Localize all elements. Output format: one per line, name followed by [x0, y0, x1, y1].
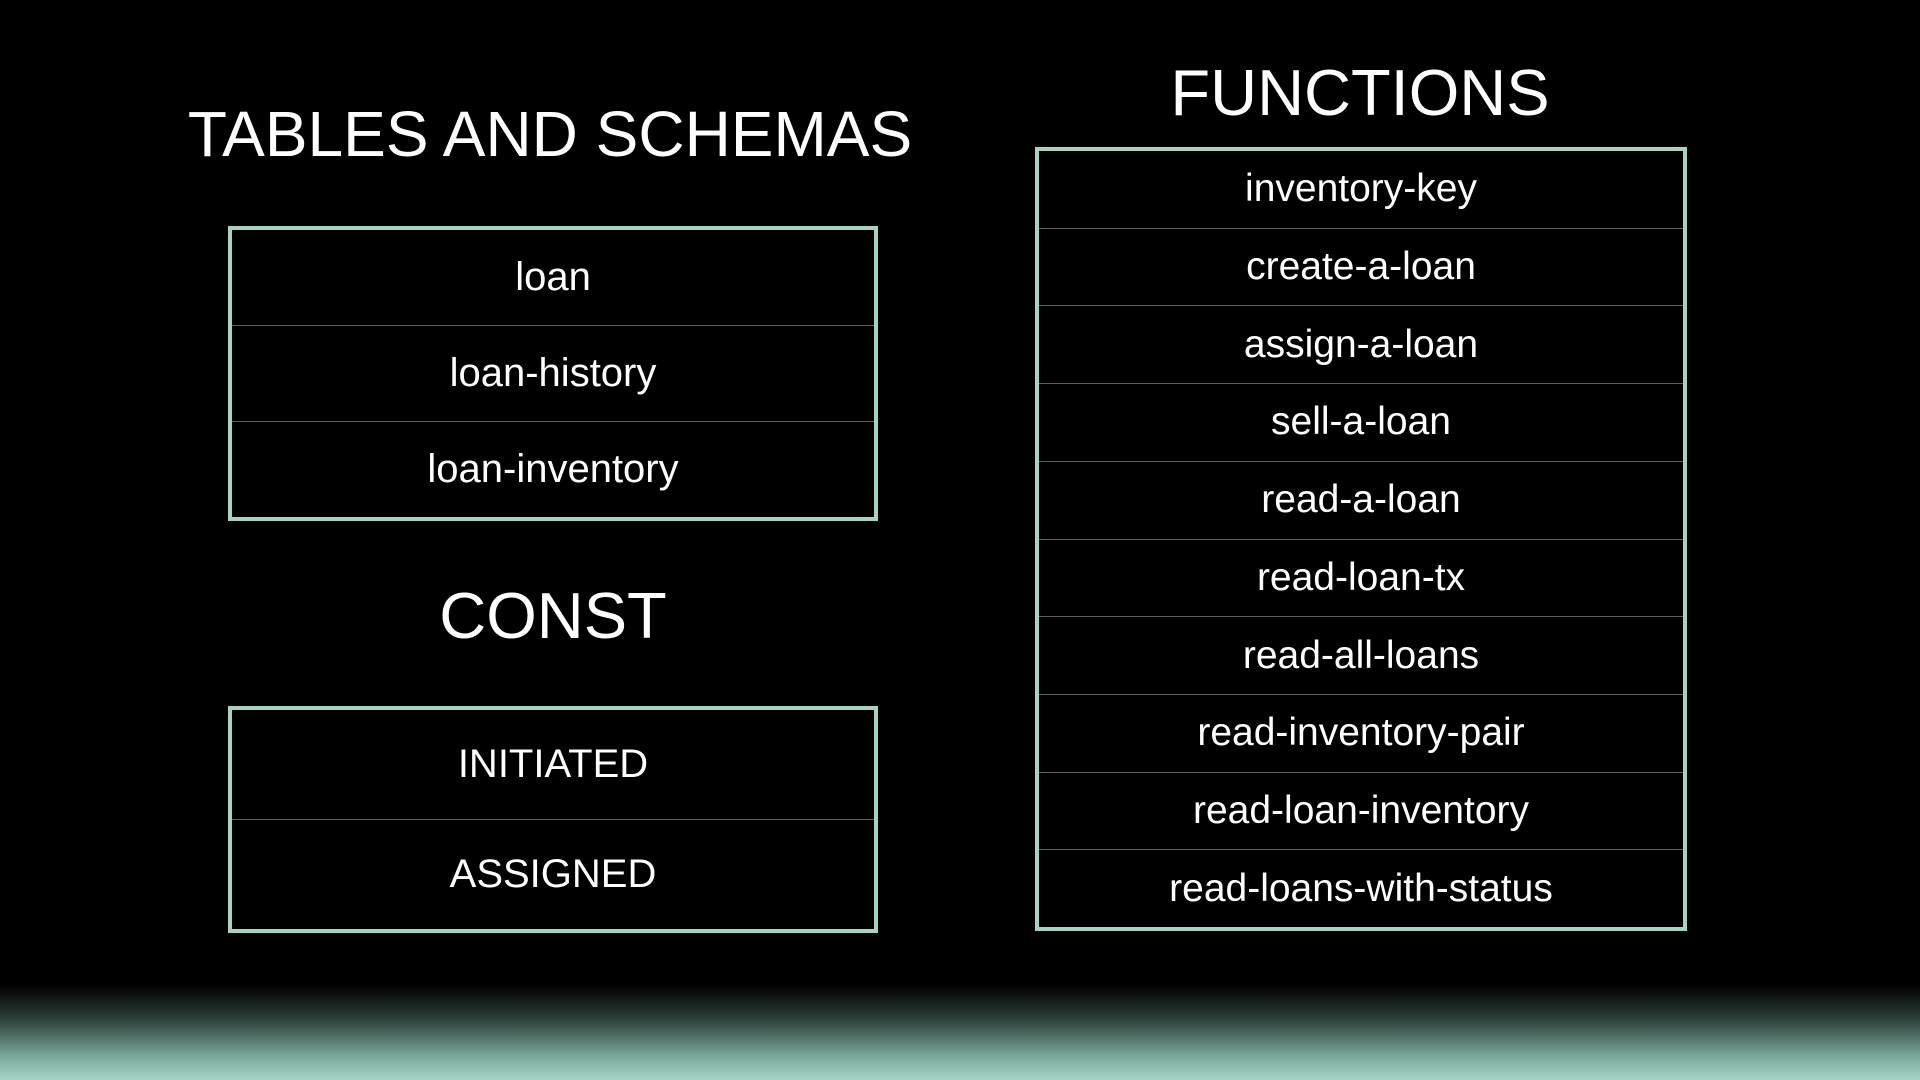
table-item-loan: loan [515, 255, 591, 299]
tables-list: loan loan-history loan-inventory [228, 226, 878, 521]
function-item-assign-a-loan: assign-a-loan [1039, 305, 1683, 383]
function-item-inventory-key: inventory-key [1245, 167, 1477, 211]
function-item-read-a-loan: read-a-loan [1039, 460, 1683, 539]
function-item-create-a-loan: create-a-loan [1039, 227, 1683, 306]
table-item-loan-history: loan-history [232, 325, 874, 421]
tables-and-schemas-heading: TABLES AND SCHEMAS [187, 98, 913, 170]
functions-heading: FUNCTIONS [1170, 56, 1550, 129]
function-item-read-loans-with-status: read-loans-with-status [1039, 849, 1683, 927]
const-list: INITIATED ASSIGNED [228, 706, 878, 933]
function-item-read-inventory-pair: read-inventory-pair [1039, 693, 1683, 772]
const-item-initiated: INITIATED [457, 742, 649, 786]
const-heading: CONST [439, 579, 667, 652]
functions-list: inventory-key create-a-loan assign-a-loa… [1035, 147, 1687, 931]
function-item-read-loan-inventory: read-loan-inventory [1039, 771, 1683, 850]
bottom-gradient-band [0, 985, 1920, 1080]
function-item-read-loan-tx: read-loan-tx [1039, 538, 1683, 617]
const-item-assigned: ASSIGNED [232, 819, 874, 929]
function-item-read-all-loans: read-all-loans [1039, 616, 1683, 694]
table-item-loan-inventory: loan-inventory [232, 421, 874, 517]
function-item-sell-a-loan: sell-a-loan [1039, 383, 1683, 461]
